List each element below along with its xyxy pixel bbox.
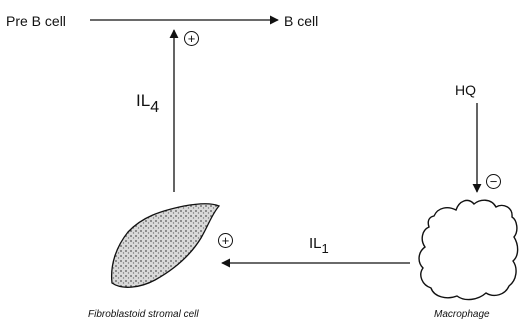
pre-b-cell-label: Pre B cell [6,14,66,28]
macrophage-caption: Macrophage [434,310,490,320]
fibroblast-cell-shape [112,204,219,288]
il4-label: IL4 [136,92,159,116]
il4-base: IL [136,91,150,110]
minus-sign-hq: − [486,174,501,189]
b-cell-label: B cell [284,14,318,28]
plus-sign-top: + [184,31,199,46]
fibroblastoid-caption: Fibroblastoid stromal cell [88,310,199,320]
il1-subscript: 1 [322,241,329,256]
plus-sign-middle: + [218,233,233,248]
il1-base: IL [309,235,322,252]
macrophage-cell-shape [419,200,518,299]
il4-subscript: 4 [150,99,159,116]
hq-label: HQ [455,83,476,97]
il1-label: IL1 [309,236,329,255]
